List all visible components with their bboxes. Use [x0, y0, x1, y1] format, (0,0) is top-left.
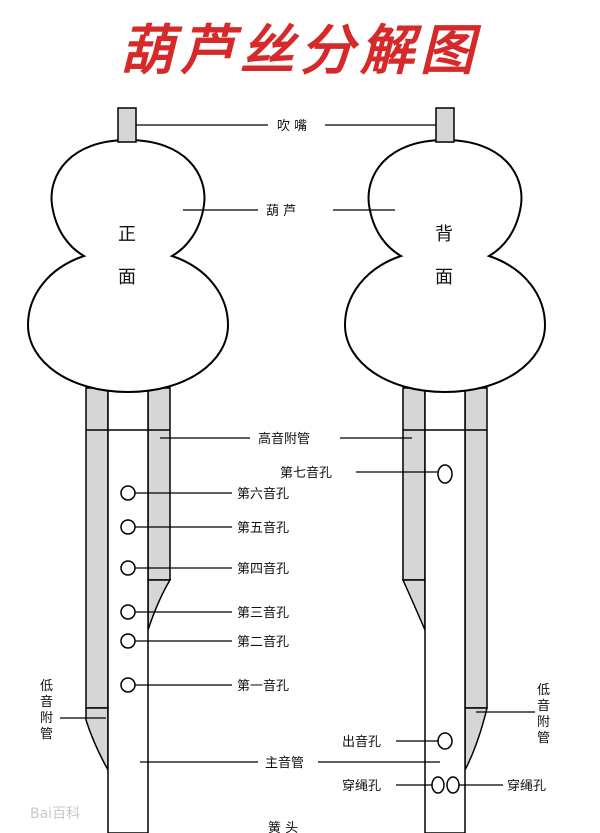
- label-low-pipe-left-4: 管: [40, 727, 53, 742]
- label-reed: 簧 头: [268, 820, 298, 833]
- hole2-circle: [120, 633, 136, 649]
- back-low-pipe-wedge: [464, 707, 488, 771]
- label-low-pipe-right-4: 管: [537, 731, 550, 746]
- label-hole5: 第五音孔: [237, 520, 289, 536]
- label-high-pipe: 高音附管: [258, 431, 310, 447]
- leader-lines: [60, 124, 535, 786]
- front-mouthpiece: [117, 107, 137, 143]
- label-rope-hole-left: 穿绳孔: [342, 778, 381, 794]
- back-main-pipe: [424, 387, 466, 833]
- front-high-pipe-left: [85, 387, 109, 709]
- back-mouthpiece: [435, 107, 455, 143]
- label-rope-hole-right: 穿绳孔: [507, 778, 546, 794]
- label-back-top: 背: [435, 224, 453, 245]
- hole4-circle: [120, 560, 136, 576]
- hole1-circle: [120, 677, 136, 693]
- label-low-pipe-left-3: 附: [40, 711, 53, 726]
- label-gourd: 葫 芦: [266, 204, 296, 219]
- rope-hole-left-circle: [431, 776, 445, 794]
- label-sound-hole: 出音孔: [342, 734, 381, 750]
- front-high-pipe-wedge: [147, 579, 172, 631]
- hole5-circle: [120, 519, 136, 535]
- label-low-pipe-right-1: 低: [537, 683, 550, 698]
- front-high-pipe-right: [147, 387, 171, 581]
- back-low-pipe-right: [464, 387, 488, 709]
- label-low-pipe-right-3: 附: [537, 715, 550, 730]
- label-back-bottom: 面: [435, 267, 453, 288]
- label-mouthpiece: 吹 嘴: [277, 119, 307, 134]
- back-high-pipe-wedge: [401, 579, 426, 631]
- label-hole6: 第六音孔: [237, 486, 289, 502]
- front-gourd: [26, 138, 230, 394]
- label-hole2: 第二音孔: [237, 634, 289, 650]
- label-hole7: 第七音孔: [280, 465, 332, 481]
- back-high-pipe-left: [402, 387, 426, 581]
- label-hole3: 第三音孔: [237, 605, 289, 621]
- label-main-pipe: 主音管: [265, 755, 304, 771]
- label-front-bottom: 面: [118, 267, 136, 288]
- label-hole1: 第一音孔: [237, 678, 289, 694]
- label-low-pipe-right-2: 音: [537, 698, 550, 714]
- back-gourd: [343, 138, 547, 394]
- hole7-circle: [437, 464, 453, 484]
- label-low-pipe-left-1: 低: [40, 679, 53, 694]
- front-low-pipe-wedge: [85, 707, 109, 773]
- label-low-pipe-left-2: 音: [40, 694, 53, 710]
- label-hole4: 第四音孔: [237, 561, 289, 577]
- hole3-circle: [120, 604, 136, 620]
- watermark: Bai百科: [30, 806, 80, 822]
- hole6-circle: [120, 485, 136, 501]
- label-front-top: 正: [118, 224, 136, 245]
- sound-hole-circle: [437, 732, 453, 750]
- rope-hole-right-circle: [446, 776, 460, 794]
- page-title: 葫芦丝分解图: [120, 18, 480, 82]
